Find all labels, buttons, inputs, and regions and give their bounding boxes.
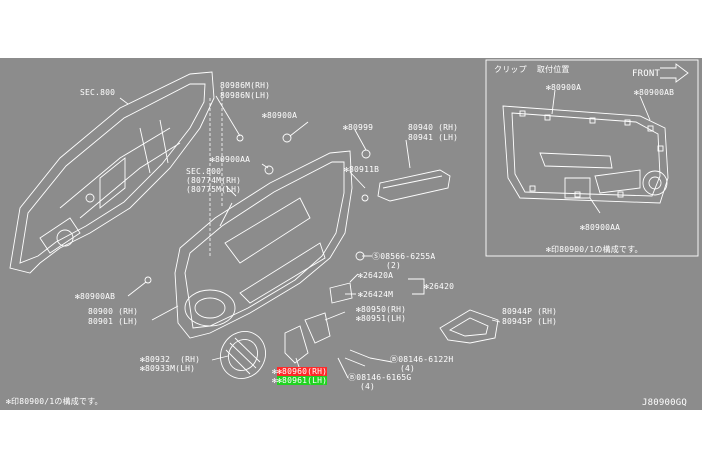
label-26424m: ✻26424M bbox=[358, 290, 394, 299]
label-80900: 80900 (RH) bbox=[88, 307, 139, 316]
label-80900a-mid: ✻80900A bbox=[262, 111, 298, 120]
label-80775m: (80775M(LH) bbox=[186, 185, 242, 194]
diagram-drawing bbox=[9, 59, 699, 379]
drawing-code: J80900GQ bbox=[642, 398, 687, 408]
label-sec800-top: SEC.800 bbox=[80, 88, 116, 97]
label-26420: ✻26420 bbox=[424, 282, 455, 291]
door-trim-panel bbox=[174, 88, 353, 339]
label-80911b: ✻80911B bbox=[344, 165, 380, 174]
inset-label-80900a: ✻80900A bbox=[546, 83, 582, 92]
label-80986m: 80986M(RH) bbox=[220, 81, 271, 90]
inset-label-80900aa: ✻80900AA bbox=[580, 223, 621, 232]
diagram-canvas: SEC.800 80986M(RH) 80986N(LH) ✻80900A ✻8… bbox=[0, 58, 702, 410]
footnote-left: ✻印80900/1の構成です。 bbox=[6, 397, 103, 406]
speaker-grille bbox=[220, 331, 266, 379]
pocket-trim-part bbox=[439, 309, 499, 344]
inset-title: クリップ 取付位置 bbox=[494, 65, 570, 74]
label-08566-6255a: Ⓢ08566-6255A bbox=[372, 252, 436, 261]
label-80900ab-left: ✻80900AB bbox=[75, 292, 116, 301]
label-80774m: (80774M(RH) bbox=[186, 176, 242, 185]
label-08146-6165g-qty: (4) bbox=[360, 382, 376, 391]
label-80951: ✻80951(LH) bbox=[356, 314, 407, 323]
inset-label-80900ab: ✻80900AB bbox=[634, 88, 675, 97]
leader-lines bbox=[119, 95, 501, 379]
inset-front-label: FRONT bbox=[632, 69, 661, 79]
label-80999: ✻80999 bbox=[343, 123, 374, 132]
label-80950: ✻80950(RH) bbox=[356, 305, 407, 314]
label-08146-6122h: Ⓑ08146-6122H bbox=[390, 355, 454, 364]
label-80900aa-mid: ✻80900AA bbox=[210, 155, 251, 164]
inset-note: ✻印80900/1の構成です。 bbox=[546, 245, 643, 254]
label-08566-qty: (2) bbox=[386, 261, 402, 270]
armrest-part bbox=[377, 169, 451, 202]
label-80944p: 80944P (RH) bbox=[502, 307, 558, 316]
label-80960: ✻✻80960(RH) bbox=[272, 367, 328, 376]
label-80941: 80941 (LH) bbox=[408, 133, 459, 142]
label-sec800-mid: SEC.800 bbox=[186, 167, 222, 176]
clip-location-inset bbox=[485, 59, 699, 257]
door-frame-outline bbox=[9, 71, 215, 274]
label-80961: ✻✻80961(LH) bbox=[272, 376, 328, 385]
label-80945p: 80945P (LH) bbox=[502, 317, 558, 326]
label-80901: 80901 (LH) bbox=[88, 317, 139, 326]
label-26420a: ✻26420A bbox=[358, 271, 394, 280]
label-80933m: ✻80933M(LH) bbox=[140, 364, 196, 373]
label-80932: ✻80932 (RH) bbox=[140, 355, 201, 364]
label-80986n: 80986N(LH) bbox=[220, 91, 271, 100]
label-08146-6165g: Ⓑ08146-6165G bbox=[348, 373, 412, 382]
label-80940: 80940 (RH) bbox=[408, 123, 459, 132]
handle-switch-parts bbox=[284, 282, 371, 367]
label-08146-6122h-qty: (4) bbox=[400, 364, 416, 373]
